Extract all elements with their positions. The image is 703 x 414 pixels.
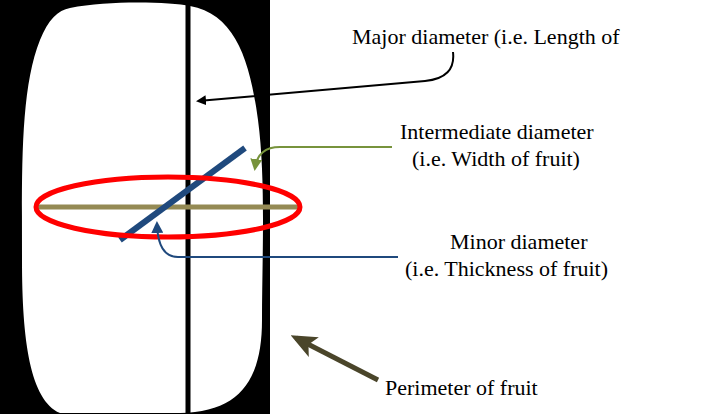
leader-line (157, 224, 398, 257)
perimeter-ellipse (36, 177, 300, 237)
leader-line (198, 52, 453, 101)
callout-label: Major diameter (i.e. Length of (352, 24, 620, 50)
callout-label: Intermediate diameter (400, 119, 594, 145)
callout-label: Perimeter of fruit (385, 375, 538, 401)
minor-diameter-line (120, 148, 245, 240)
pointer-arrow (296, 338, 378, 380)
callout-label: (i.e. Thickness of fruit) (405, 256, 608, 282)
callout-label: (i.e. Width of fruit) (412, 146, 580, 172)
callout-label: Minor diameter (450, 229, 587, 255)
leader-line (255, 147, 392, 168)
